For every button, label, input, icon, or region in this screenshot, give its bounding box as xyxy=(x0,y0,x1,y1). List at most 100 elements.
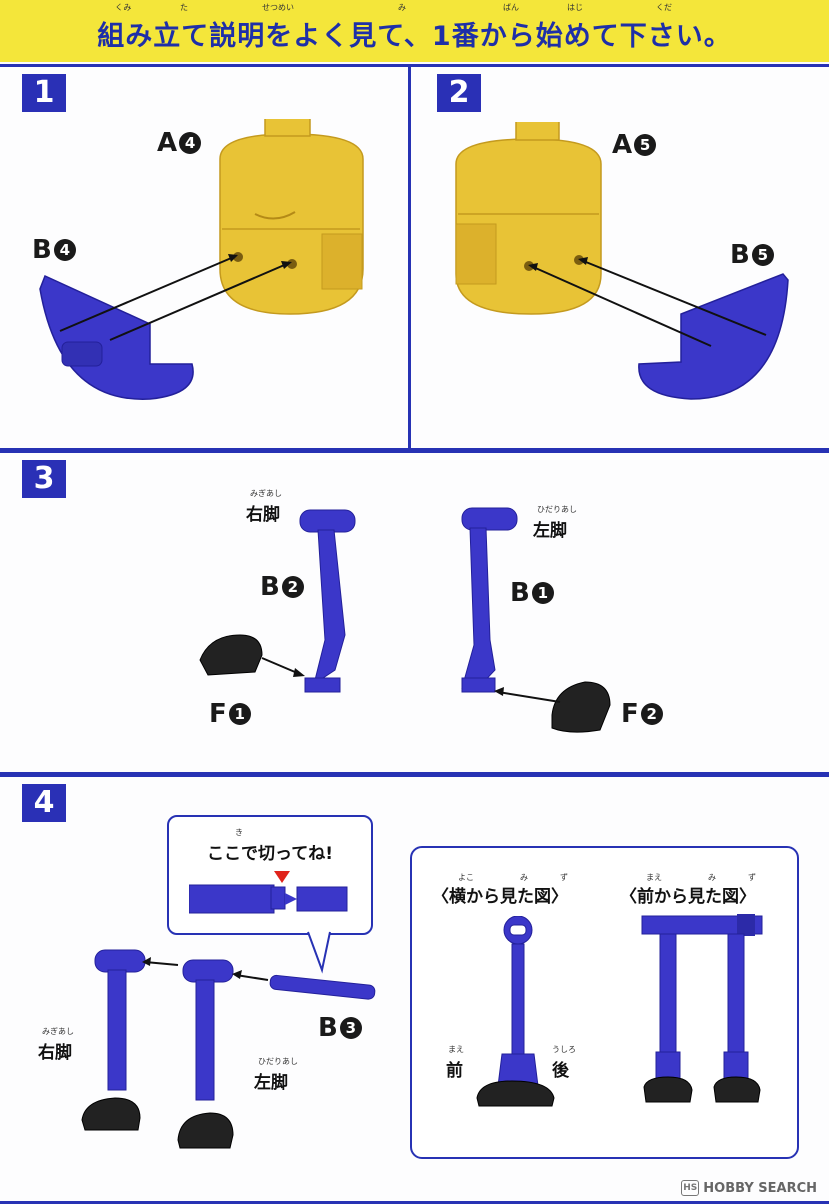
banner-ruby: はじ xyxy=(567,3,583,12)
side-view-ruby: よこ xyxy=(458,873,474,882)
step-3-number: 3 xyxy=(22,460,66,498)
part-label-f1: F 1 xyxy=(209,699,251,729)
step-1-number: 1 xyxy=(22,74,66,112)
step-4-number: 4 xyxy=(22,784,66,822)
part-number-badge: 3 xyxy=(339,1017,362,1039)
cut-marker-icon xyxy=(274,871,290,883)
part-number-badge: 2 xyxy=(281,576,304,598)
part-number-badge: 5 xyxy=(634,134,657,156)
banner-title: 組み立て説明をよく見て、1番から始めて下さい。 xyxy=(97,21,732,52)
arrow-head xyxy=(528,263,538,271)
right-foot-part-f1 xyxy=(199,634,263,676)
banner-ruby: せつめい xyxy=(262,3,294,12)
right-leg-ruby: みぎあし xyxy=(250,489,282,498)
step-2-number: 2 xyxy=(437,74,481,112)
part-letter: B xyxy=(260,572,280,602)
front-ruby: まえ xyxy=(448,1045,464,1054)
left-leg-label: 左脚 xyxy=(533,521,567,541)
part-letter: B xyxy=(32,235,52,265)
head-part-a4 xyxy=(219,119,364,315)
arrow-line xyxy=(109,262,290,341)
part-number-badge: 2 xyxy=(640,703,663,725)
right-leg-label: 右脚 xyxy=(38,1043,72,1063)
banner-ruby: ばん xyxy=(503,3,519,12)
head-part-a5 xyxy=(455,122,602,315)
part-number-badge: 5 xyxy=(751,244,774,266)
side-view-ruby: ず xyxy=(560,873,568,882)
front-view-ruby: み xyxy=(708,873,716,882)
part-letter: B xyxy=(318,1013,338,1043)
left-leg-part-b1 xyxy=(461,507,518,693)
part-label-b2: B 2 xyxy=(260,572,304,602)
side-view-title: 〈横から見た図〉 xyxy=(432,887,568,907)
visor-part-b5 xyxy=(638,273,789,400)
part-label-b5: B 5 xyxy=(730,240,774,270)
instruction-banner: くみ た せつめい み ばん はじ くだ 組み立て説明をよく見て、1番から始めて… xyxy=(0,0,829,62)
callout-tail xyxy=(307,931,331,974)
right-leg-label: 右脚 xyxy=(246,505,280,525)
side-view-ruby: み xyxy=(520,873,528,882)
step-3-panel xyxy=(0,450,829,775)
arrow-head xyxy=(281,261,292,269)
step-3-illustration xyxy=(199,507,611,733)
callout-ruby: き xyxy=(235,828,243,837)
hobby-search-watermark: HS HOBBY SEARCH xyxy=(681,1180,817,1196)
part-letter: B xyxy=(730,240,750,270)
left-leg-assembly xyxy=(177,959,234,1149)
arrow-head xyxy=(228,254,238,262)
arrow-head xyxy=(142,957,151,966)
part-number-badge: 1 xyxy=(228,703,251,725)
arrow-line xyxy=(235,974,269,981)
part-number-badge: 4 xyxy=(179,132,202,154)
front-view-ruby: ず xyxy=(748,873,756,882)
part-number-badge: 4 xyxy=(53,239,76,261)
front-label: 前 xyxy=(446,1061,463,1081)
part-letter: A xyxy=(612,130,633,160)
arrow-line xyxy=(144,961,179,966)
left-leg-ruby: ひだりあし xyxy=(258,1057,298,1066)
part-letter: A xyxy=(157,128,178,158)
arrow-line xyxy=(497,691,561,703)
step-1-illustration xyxy=(39,119,364,400)
back-ruby: うしろ xyxy=(552,1045,576,1054)
side-view-diagram xyxy=(476,916,555,1107)
front-view-ruby: まえ xyxy=(646,873,662,882)
front-view-diagram xyxy=(641,914,763,1103)
part-label-f2: F 2 xyxy=(621,699,663,729)
arrow-head xyxy=(232,970,242,979)
reference-views-box: よこ み ず 〈横から見た図〉 まえ み ず 〈前から見た図〉 まえ 前 うしろ… xyxy=(410,846,799,1159)
arrow-line xyxy=(580,259,767,336)
callout-title: ここで切ってね! xyxy=(207,844,333,864)
arrow-line xyxy=(530,265,712,347)
banner-ruby: くみ xyxy=(115,3,132,12)
right-leg-ruby: みぎあし xyxy=(42,1027,74,1036)
arrow-head xyxy=(578,257,588,265)
part-number-badge: 1 xyxy=(531,582,554,604)
step-2-illustration xyxy=(455,122,789,400)
watermark-text: HOBBY SEARCH xyxy=(703,1180,817,1196)
cut-here-callout: き ここで切ってね! xyxy=(167,815,373,935)
part-letter: F xyxy=(621,699,639,729)
part-label-b3: B 3 xyxy=(318,1013,362,1043)
cut-point-diagram xyxy=(189,871,348,914)
arrow-head xyxy=(293,668,305,677)
part-label-a5: A 5 xyxy=(612,130,657,160)
part-label-b4: B 4 xyxy=(32,235,76,265)
part-label-a4: A 4 xyxy=(157,128,202,158)
left-leg-label: 左脚 xyxy=(254,1073,288,1093)
arrow-line xyxy=(59,255,237,332)
arrow-head xyxy=(494,687,504,696)
part-letter: B xyxy=(510,578,530,608)
banner-ruby: くだ xyxy=(656,3,672,12)
banner-ruby: み xyxy=(398,3,406,12)
part-letter: F xyxy=(209,699,227,729)
part-label-b1: B 1 xyxy=(510,578,554,608)
left-foot-part-f2 xyxy=(551,681,611,733)
front-view-title: 〈前から見た図〉 xyxy=(620,887,756,907)
left-leg-ruby: ひだりあし xyxy=(537,505,577,514)
back-label: 後 xyxy=(552,1061,569,1081)
watermark-badge-icon: HS xyxy=(681,1180,700,1196)
rod-part-b3 xyxy=(269,974,376,1000)
right-leg-assembly xyxy=(81,949,146,1131)
